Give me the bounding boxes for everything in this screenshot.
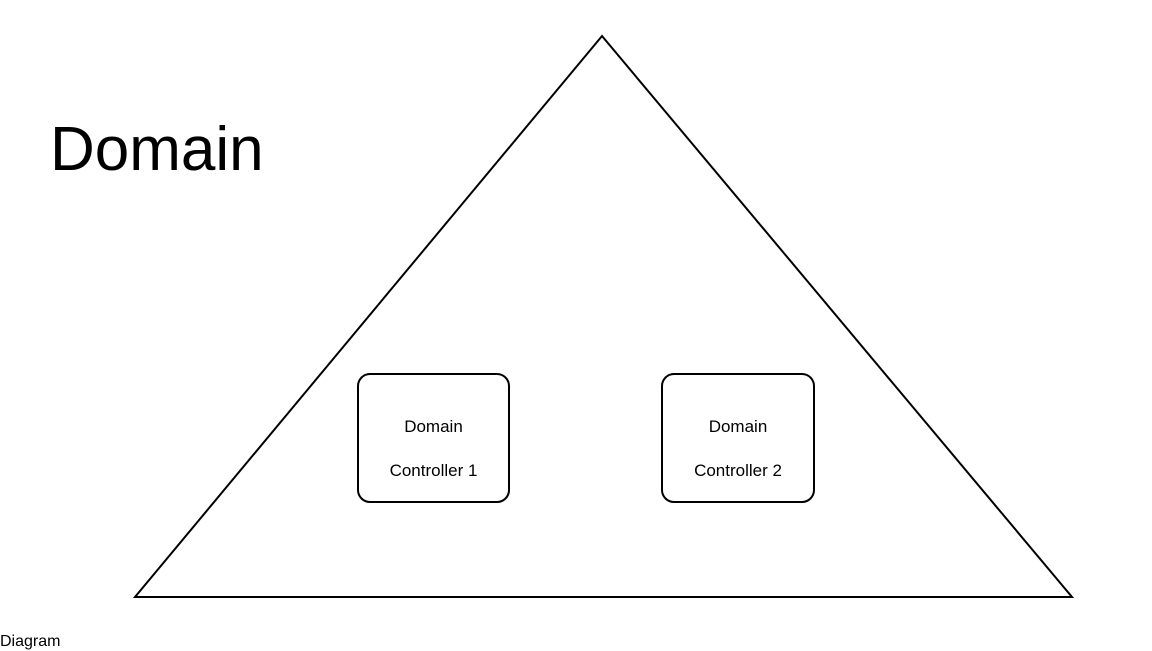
node-domain-controller-2[interactable]: Domain Controller 2 bbox=[661, 373, 815, 503]
domain-boundary-triangle bbox=[132, 34, 1075, 598]
diagram-canvas: Domain Domain Controller 1 Domain Contro… bbox=[50, 34, 1075, 598]
node-domain-controller-1-label: Domain Controller 1 bbox=[384, 394, 484, 482]
dc1-label-line1: Domain bbox=[404, 417, 463, 436]
domain-label: Domain bbox=[50, 115, 264, 184]
dc2-label-line1: Domain bbox=[708, 417, 768, 436]
triangle-outline bbox=[132, 34, 1075, 598]
dc2-label-line2: Controller 2 bbox=[694, 461, 782, 480]
node-domain-controller-2-label: Domain Controller 2 bbox=[688, 394, 788, 482]
dc1-label-line2: Controller 1 bbox=[389, 461, 478, 480]
node-domain-controller-1[interactable]: Domain Controller 1 bbox=[357, 373, 510, 503]
